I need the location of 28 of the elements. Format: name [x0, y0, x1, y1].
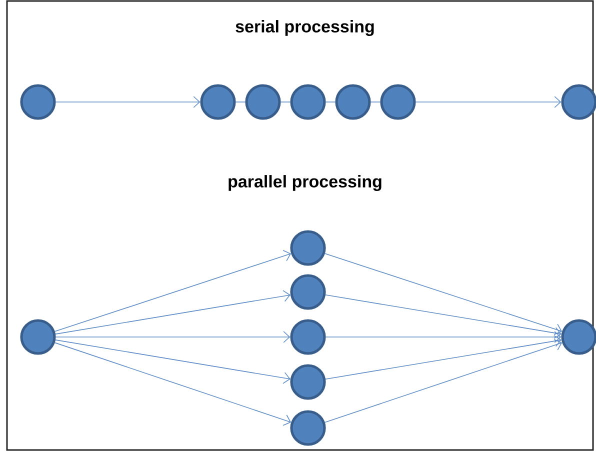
arrow: [55, 290, 290, 334]
circle-node: [561, 319, 596, 355]
circle-node: [380, 84, 416, 120]
arrow: [54, 342, 292, 426]
circle-node: [290, 410, 326, 446]
circle-node: [290, 84, 326, 120]
circle-node: [20, 84, 56, 120]
section-heading: parallel processing: [228, 175, 382, 191]
circle-node: [290, 319, 326, 355]
circle-node: [290, 274, 326, 310]
arrow: [325, 335, 562, 380]
circle-node: [335, 84, 371, 120]
circle-node: [290, 364, 326, 400]
arrow: [325, 331, 562, 343]
arrow: [415, 96, 562, 108]
arrow: [325, 294, 562, 339]
circle-node: [20, 319, 56, 355]
arrow: [54, 250, 292, 332]
arrow: [55, 340, 290, 384]
arrow: [324, 253, 562, 336]
circle-node: [245, 84, 281, 120]
circle-node: [200, 84, 236, 120]
circle-node: [290, 230, 326, 266]
arrow: [55, 331, 290, 343]
title: serial processing: [236, 20, 374, 36]
arrow: [55, 96, 200, 108]
arrow: [324, 339, 562, 423]
circle-node: [561, 84, 596, 120]
